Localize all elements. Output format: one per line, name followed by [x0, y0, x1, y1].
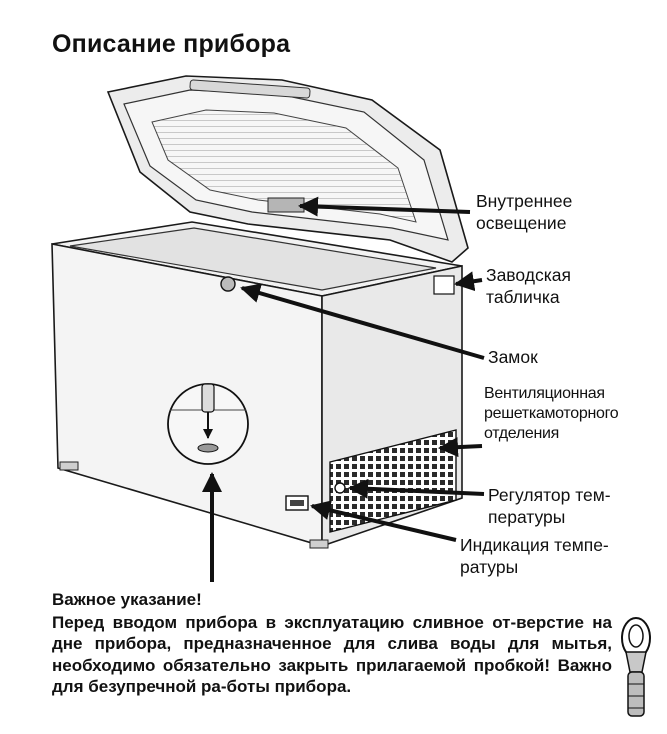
arrow-internal-light [298, 196, 471, 217]
freezer-lid [106, 75, 469, 263]
label-lock: Замок [488, 347, 538, 367]
page-title: Описание прибора [52, 30, 291, 58]
drain-plug-accessory [621, 617, 651, 717]
freezer-cabinet [51, 221, 463, 549]
rating-plate [433, 275, 455, 295]
note-heading: Важное указание! [52, 590, 202, 609]
drain-plug [201, 383, 215, 413]
important-note: Важное указание! Перед вводом прибора в … [52, 589, 612, 698]
callout-arrows [202, 196, 485, 582]
arrow-rating-plate [454, 271, 483, 292]
label-temp-regulator: Регулятор тем- пературы [488, 485, 611, 527]
label-temp-indicator: Индикация темпе- ратуры [460, 535, 609, 577]
arrow-lock [240, 283, 485, 360]
label-rating-plate: Заводская табличка [486, 265, 571, 307]
lock-knob [220, 276, 236, 292]
internal-light-lamp [267, 197, 305, 213]
arrow-temp-regulator [348, 478, 485, 499]
arrow-temp-indicator [310, 500, 457, 542]
temperature-regulator-knob [334, 482, 346, 494]
arrow-vent-grille [438, 437, 483, 458]
label-vent-grille: Вентиляционная решеткамоторного отделени… [484, 385, 619, 442]
note-body: Перед вводом прибора в эксплуатацию слив… [52, 612, 612, 697]
label-internal-light: Внутреннее освещение [476, 191, 573, 233]
